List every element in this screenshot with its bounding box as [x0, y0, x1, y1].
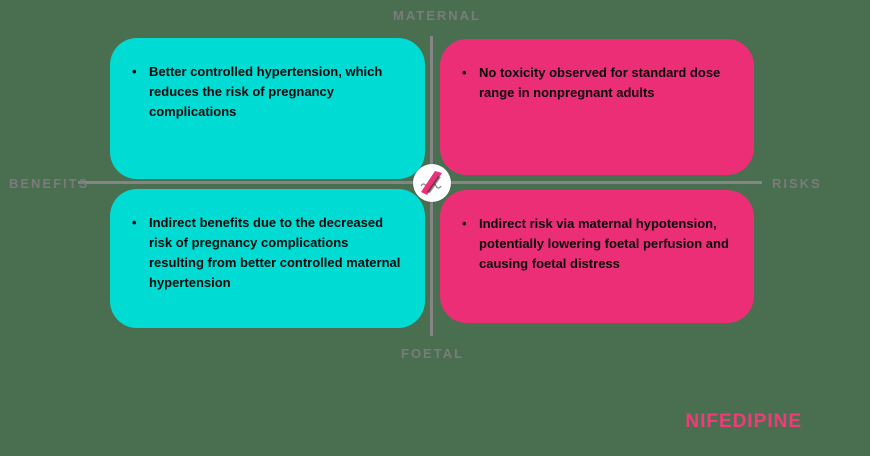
center-brand-badge: [413, 164, 451, 202]
quadrant-bullet-text: Indirect risk via maternal hypotension, …: [462, 214, 732, 274]
quadrant-foetal-benefits: Indirect benefits due to the decreased r…: [110, 189, 425, 328]
quadrant-bullet-text: No toxicity observed for standard dose r…: [462, 63, 732, 103]
axis-label-maternal: MATERNAL: [393, 8, 481, 23]
axis-label-foetal: FOETAL: [401, 346, 465, 361]
quadrant-bullet-text: Indirect benefits due to the decreased r…: [132, 213, 403, 294]
brand-logo-icon: [418, 171, 446, 195]
axis-label-risks: RISKS: [772, 176, 822, 191]
quadrant-bullet-text: Better controlled hypertension, which re…: [132, 62, 403, 122]
axis-label-benefits: BENEFITS: [9, 176, 90, 191]
drug-name-label: NIFEDIPINE: [685, 411, 802, 432]
quadrant-maternal-benefits: Better controlled hypertension, which re…: [110, 38, 425, 179]
quadrant-maternal-risks: No toxicity observed for standard dose r…: [440, 39, 754, 175]
quadrant-foetal-risks: Indirect risk via maternal hypotension, …: [440, 190, 754, 323]
